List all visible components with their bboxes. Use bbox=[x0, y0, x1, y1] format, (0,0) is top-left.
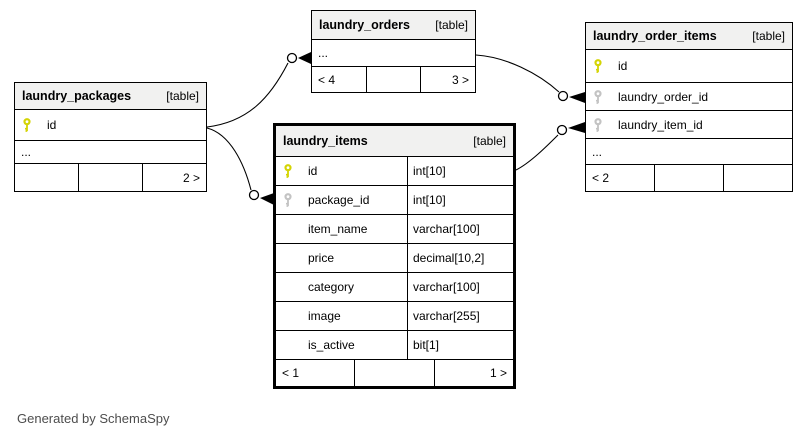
generated-by-note: Generated by SchemaSpy bbox=[17, 411, 170, 426]
table-footer: 2 > bbox=[15, 164, 206, 191]
column-type: bit[1] bbox=[407, 331, 513, 359]
table-type-badge: [table] bbox=[473, 134, 506, 148]
primary-key-icon bbox=[22, 117, 44, 133]
column-name: id bbox=[618, 59, 628, 73]
foreign-key-icon bbox=[283, 192, 305, 208]
table-title: laundry_orders bbox=[319, 18, 411, 32]
relationship-line-items-orderitems bbox=[515, 134, 559, 171]
table-laundry-packages[interactable]: laundry_packages [table] id ... 2 > bbox=[14, 82, 207, 192]
table-title: laundry_packages bbox=[22, 89, 132, 103]
column-row-laundry-item-id: laundry_item_id bbox=[586, 111, 792, 139]
column-name: package_id bbox=[308, 193, 370, 207]
fk-arrowhead bbox=[298, 52, 311, 64]
zero-marker-circle bbox=[557, 90, 569, 102]
column-type: varchar[255] bbox=[407, 302, 513, 330]
ellipsis-row: ... bbox=[15, 141, 206, 164]
column-row-item-name: item_name varchar[100] bbox=[276, 215, 513, 244]
column-row-id: id bbox=[586, 50, 792, 83]
column-type: varchar[100] bbox=[407, 273, 513, 301]
zero-marker-circle bbox=[248, 189, 260, 201]
column-row-package-id: package_id int[10] bbox=[276, 186, 513, 215]
column-name: is_active bbox=[308, 338, 355, 352]
table-title: laundry_items bbox=[283, 134, 368, 148]
column-name: laundry_item_id bbox=[618, 117, 703, 132]
foreign-key-icon bbox=[593, 89, 615, 105]
table-type-badge: [table] bbox=[752, 29, 785, 43]
column-type: int[10] bbox=[407, 157, 513, 185]
relationship-line-orders-orderitems bbox=[475, 54, 560, 93]
column-name: laundry_order_id bbox=[618, 89, 709, 104]
table-laundry-orders[interactable]: laundry_orders [table] ... < 4 3 > bbox=[311, 10, 476, 93]
column-row-price: price decimal[10,2] bbox=[276, 244, 513, 273]
footer-center-cell bbox=[78, 164, 143, 191]
ellipsis-row: ... bbox=[312, 40, 475, 67]
column-row-id: id int[10] bbox=[276, 157, 513, 186]
table-header: laundry_orders [table] bbox=[312, 11, 475, 40]
column-name: id bbox=[47, 118, 57, 132]
footer-right-cell: 1 > bbox=[489, 366, 507, 380]
column-type: decimal[10,2] bbox=[407, 244, 513, 272]
primary-key-icon bbox=[593, 58, 615, 74]
relationship-line-packages-items bbox=[206, 127, 252, 191]
column-type: varchar[100] bbox=[407, 215, 513, 243]
table-title: laundry_order_items bbox=[593, 29, 717, 43]
column-name: price bbox=[308, 251, 335, 265]
footer-left-cell: < 2 bbox=[592, 171, 610, 185]
table-header: laundry_items [table] bbox=[276, 126, 513, 157]
footer-left-cell bbox=[15, 164, 78, 191]
column-row-category: category varchar[100] bbox=[276, 273, 513, 302]
footer-right-cell bbox=[724, 165, 792, 191]
zero-marker-circle bbox=[556, 124, 568, 136]
fk-arrowhead bbox=[569, 92, 585, 103]
footer-left-cell: < 4 bbox=[318, 72, 336, 87]
table-laundry-order-items[interactable]: laundry_order_items [table] id laundry_o… bbox=[585, 22, 793, 192]
relationship-line-packages-orders bbox=[206, 62, 289, 128]
footer-center-cell bbox=[654, 165, 724, 191]
fk-arrowhead bbox=[260, 193, 274, 205]
table-footer: < 4 3 > bbox=[312, 67, 475, 92]
table-type-badge: [table] bbox=[166, 89, 199, 103]
table-footer: < 1 1 > bbox=[276, 360, 513, 386]
column-row-image: image varchar[255] bbox=[276, 302, 513, 331]
table-type-badge: [table] bbox=[435, 18, 468, 32]
ellipsis-row: ... bbox=[586, 139, 792, 165]
footer-center-cell bbox=[365, 67, 422, 92]
footer-right-cell: 2 > bbox=[182, 170, 200, 185]
column-type: int[10] bbox=[407, 186, 513, 214]
table-laundry-items[interactable]: laundry_items [table] id int[10] package… bbox=[273, 123, 516, 389]
column-name: image bbox=[308, 309, 341, 323]
fk-arrowhead bbox=[568, 122, 585, 133]
primary-key-icon bbox=[283, 163, 305, 179]
column-row-laundry-order-id: laundry_order_id bbox=[586, 83, 792, 111]
foreign-key-icon bbox=[593, 117, 615, 133]
footer-left-cell: < 1 bbox=[282, 366, 300, 380]
column-name: category bbox=[308, 280, 355, 294]
table-footer: < 2 bbox=[586, 165, 792, 191]
footer-right-cell: 3 > bbox=[452, 72, 470, 87]
column-name: item_name bbox=[308, 222, 368, 236]
table-header: laundry_order_items [table] bbox=[586, 23, 792, 50]
table-header: laundry_packages [table] bbox=[15, 83, 206, 110]
footer-center-cell bbox=[354, 360, 435, 386]
zero-marker-circle bbox=[286, 52, 298, 64]
column-row-is-active: is_active bit[1] bbox=[276, 331, 513, 360]
column-row-id: id bbox=[15, 110, 206, 141]
column-name: id bbox=[308, 164, 318, 178]
